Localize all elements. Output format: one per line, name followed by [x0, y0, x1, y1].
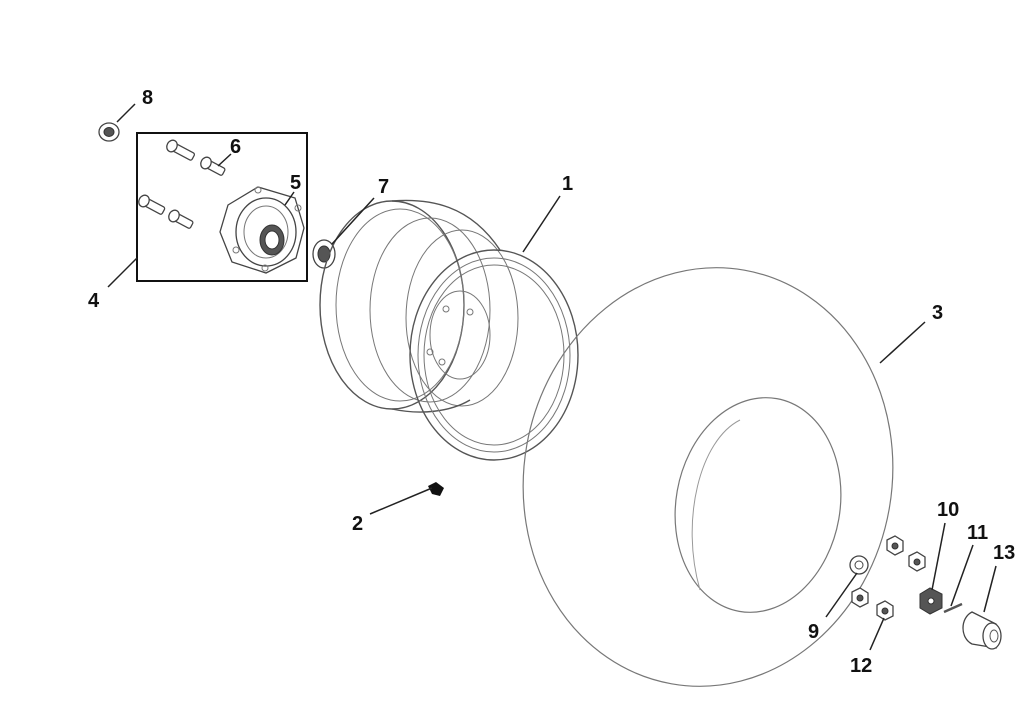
label-9: 9: [808, 621, 819, 643]
part-5-hub: [219, 186, 305, 274]
leader-9: [825, 572, 858, 618]
label-12: 12: [850, 655, 872, 677]
leader-8: [116, 103, 136, 123]
label-6: 6: [230, 136, 241, 158]
label-1: 1: [562, 173, 573, 195]
leader-11: [950, 544, 974, 607]
label-13: 13: [993, 542, 1015, 564]
leader-4: [107, 257, 138, 288]
label-7: 7: [378, 176, 389, 198]
leader-1: [522, 195, 561, 253]
leader-2: [369, 487, 433, 515]
label-8: 8: [142, 87, 153, 109]
part-11-cotter-pin: [943, 602, 963, 614]
label-10: 10: [937, 499, 959, 521]
leader-13: [983, 565, 997, 613]
part-9-washer: [849, 555, 869, 575]
label-3: 3: [932, 302, 943, 324]
leader-10: [931, 522, 946, 591]
label-4: 4: [88, 290, 100, 312]
label-5: 5: [290, 172, 301, 194]
leader-12: [869, 617, 885, 651]
label-11: 11: [967, 522, 988, 544]
part-1-rim: [319, 199, 579, 461]
part-13-cap: [962, 611, 1002, 650]
leader-6: [217, 153, 232, 167]
part-4-hub-assembly: [136, 132, 308, 282]
part-3-tire: [522, 267, 894, 687]
part-8-bearing: [98, 122, 120, 142]
part-2-valve: [428, 482, 444, 496]
part-10-castle-nut: [919, 587, 943, 615]
part-12-nuts: [851, 535, 926, 621]
part-7-bearing: [312, 239, 336, 269]
leader-5: [284, 191, 295, 206]
label-2: 2: [352, 513, 363, 535]
leader-3: [879, 321, 926, 364]
part-6-bolts: [138, 139, 226, 229]
leader-7: [331, 197, 375, 245]
